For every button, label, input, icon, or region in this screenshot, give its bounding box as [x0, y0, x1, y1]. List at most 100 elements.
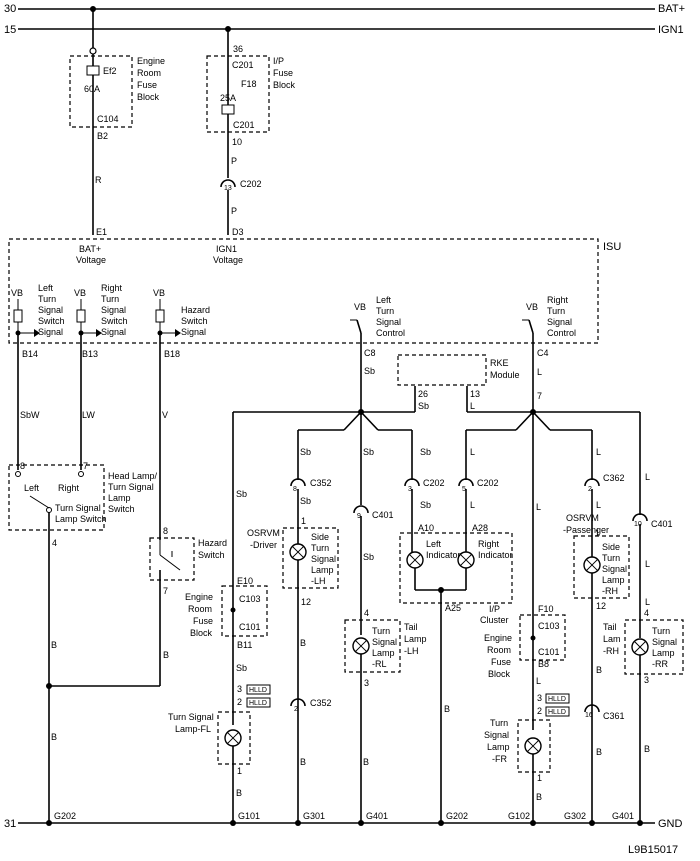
wire-color-b-rr: B: [644, 744, 650, 754]
connector-c202r-icon: [458, 478, 474, 487]
headlamp-switch-box: [8, 464, 105, 531]
isu-right-ctrl-2: Turn: [547, 306, 565, 316]
hlld-label-fl-2: HLLD: [249, 700, 267, 707]
fuse-f18-name: F18: [241, 79, 257, 89]
wire-color-sb-c202: Sb: [420, 447, 431, 457]
isu-right-sig-2: Turn: [101, 294, 119, 304]
isu-bat-label-1: BAT+: [79, 244, 101, 254]
wire-color-sbw: SbW: [20, 410, 40, 420]
wire-color-r: R: [95, 175, 102, 185]
osrvm-passenger-label-1: OSRVM: [566, 513, 599, 523]
hazard-switch-label-1: Hazard: [198, 538, 227, 548]
isu-left-ctrl-2: Turn: [376, 306, 394, 316]
switch-lever-icon: [29, 495, 50, 509]
rail-ign: 15 IGN1: [4, 24, 684, 36]
front-right-lamp: F10 C103 C101 B8 Engine Room Fuse Block …: [484, 600, 570, 826]
wire-color-l-c401r: L: [645, 472, 650, 482]
hazard-switch-label-2: Switch: [198, 550, 225, 560]
wire-color-b-hazard: B: [163, 650, 169, 660]
side-lamp-lh-5: -LH: [311, 576, 326, 586]
isu-right-sig-1: Right: [101, 283, 123, 293]
pin-b8: B8: [538, 659, 549, 669]
isu-left-sig-5: Signal: [38, 327, 63, 337]
osrvm-driver-label-1: OSRVM: [247, 528, 280, 538]
wire-color-b-c361b: B: [596, 747, 602, 757]
hlld-badge: [246, 684, 271, 695]
connector-c401-pin: 9: [357, 513, 361, 520]
connector-c401-icon: [353, 505, 369, 514]
front-left-lamp: E10 C103 C101 B11 Engine Room Fuse Block…: [168, 576, 271, 826]
arrow-right-icon: [96, 329, 102, 337]
fuse-f18-branch: 36 C201 F18 25A C201 10 I/P Fuse Block P…: [206, 26, 296, 235]
turn-lamp-fl-2: Lamp-FL: [175, 724, 211, 734]
arrow-right-icon: [175, 329, 181, 337]
connector-c103r: C103: [538, 621, 560, 631]
erfb-left-label-2: Room: [188, 604, 212, 614]
switch-bottom-label-2: Lamp Switch: [55, 514, 107, 524]
erfb-right-box: [519, 614, 566, 661]
turn-lamp-fl-1: Turn Signal: [168, 712, 214, 722]
rke-pin-26: 26: [418, 389, 428, 399]
connector-c352-pin: 8: [293, 486, 297, 493]
connector-c202-13-label: C202: [240, 179, 262, 189]
rail-ign-name: IGN1: [658, 24, 684, 36]
wire-color-sb-c401b: Sb: [363, 552, 374, 562]
rke-module: RKE Module: [397, 354, 520, 386]
isu-ign-label-1: IGN1: [216, 244, 237, 254]
wire-color-l-c202: L: [470, 447, 475, 457]
turn-lamp-fr-1: Turn: [490, 718, 508, 728]
connector-c362-icon: [584, 478, 600, 487]
pin-1-osr: 1: [595, 528, 600, 538]
erfb-right-label-3: Fuse: [491, 657, 511, 667]
isu-left-ctrl-4: Control: [376, 328, 405, 338]
rke-label-2: Module: [490, 370, 520, 380]
pin-f10: F10: [538, 604, 554, 614]
isu-vb-right-ctrl: VB: [526, 302, 538, 312]
tail-lamp-rh-box: [624, 619, 684, 675]
headlamp-switch-label-2: Turn Signal: [108, 482, 154, 492]
connector-c202-13-icon: [220, 179, 236, 188]
pin-7-hazard: 7: [163, 586, 168, 596]
fuse-ef2-amp: 60A: [84, 84, 100, 94]
ground-g301: G301: [303, 811, 325, 821]
osrvm-passenger-box: [573, 535, 630, 599]
wire-color-sb-c202b: Sb: [420, 500, 431, 510]
connector-c352b-pin: 2: [294, 706, 298, 713]
fuse-f18-pin-bottom: 10: [232, 137, 242, 147]
wire-color-b-fr: B: [536, 792, 542, 802]
isu-vb-right: VB: [74, 288, 86, 298]
fuse-ef2-branch: Ef2 60A C104 B2 Engine Room Fuse Block R: [69, 6, 165, 235]
rail-gnd-number: 31: [4, 818, 16, 830]
connector-c352-icon: [290, 478, 306, 487]
wire-color-sb-b11: Sb: [236, 663, 247, 673]
wire-color-l-c362b: L: [596, 500, 601, 510]
right-indicator-1: Right: [478, 539, 500, 549]
wire-color-sb-c8: Sb: [364, 366, 375, 376]
left-turn-circuit: C8 Sb Sb 26 Sb Sb Sb Sb 8 C352 Sb 1: [232, 348, 445, 826]
wire-color-b-fl: B: [236, 788, 242, 798]
rke-label-1: RKE: [490, 358, 509, 368]
connector-c202l-icon: [404, 478, 420, 487]
isu-right-ctrl-1: Right: [547, 295, 569, 305]
turn-lamp-rr-2: Signal: [652, 637, 677, 647]
connector-c202l-pin: 3: [408, 486, 412, 493]
pin-8-hazard: 8: [163, 526, 168, 536]
isu-right-ctrl-3: Signal: [547, 317, 572, 327]
isu-right-sig-4: Switch: [101, 316, 128, 326]
connector-c362-pin: 2: [588, 486, 592, 493]
connector-c4: C4: [537, 348, 549, 358]
side-lamp-lh-1: Side: [311, 532, 329, 542]
rail-bat-number: 30: [4, 3, 16, 15]
ground-g401-right: G401: [612, 811, 634, 821]
rke-module-box: [397, 354, 487, 386]
erfb-top-label-2: Room: [137, 68, 161, 78]
connector-c401-label: C401: [372, 510, 394, 520]
hlld-label-fr-1: HLLD: [548, 696, 566, 703]
side-lamp-lh-3: Signal: [311, 554, 336, 564]
ground-g202-left: G202: [54, 811, 76, 821]
turn-lamp-rl-1: Turn: [372, 626, 390, 636]
wire-color-b-switch: B: [51, 640, 57, 650]
connector-c101l: C101: [239, 622, 261, 632]
tail-lamp-lh-2: Lamp: [404, 634, 427, 644]
switch-right-label: Right: [58, 483, 80, 493]
